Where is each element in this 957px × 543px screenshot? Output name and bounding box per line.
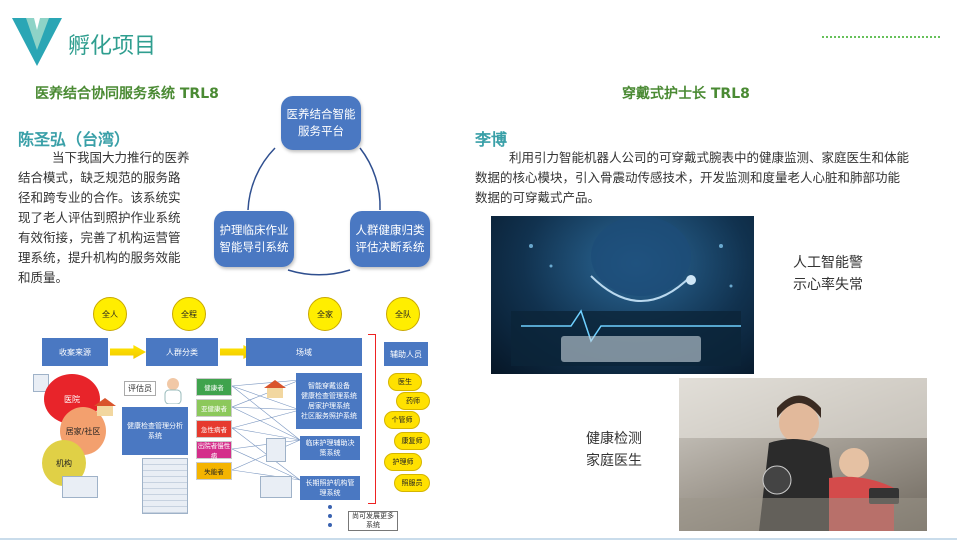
- bar-source: 收案来源: [42, 338, 108, 366]
- left-para-line: 结合模式，缺乏规范的服务路: [18, 170, 181, 185]
- cycle-platform-box: 医养结合智能服务平台: [281, 96, 361, 150]
- caption-ai-line: 示心率失常: [793, 277, 863, 293]
- helper-pharmacist: 药师: [396, 392, 430, 410]
- caption-health-check: 健康检测 家庭医生: [586, 428, 642, 472]
- house-icon: [94, 398, 116, 416]
- helper-doctor: 医生: [388, 373, 422, 391]
- arrow-right-icon: [110, 345, 146, 359]
- system-item: 智能穿戴设备: [308, 382, 350, 390]
- report-sheet-icon: [142, 458, 188, 514]
- status-disabled: 失能者: [196, 462, 232, 480]
- bar-helpers: 辅助人员: [384, 342, 428, 366]
- doctor-tablet-photo: [491, 216, 754, 374]
- bar-field: 场域: [246, 338, 362, 366]
- helpers-bracket: [368, 334, 376, 504]
- family-care-photo: [679, 378, 927, 531]
- clinical-system-label: 临床护理辅助决策系统: [305, 439, 355, 457]
- left-paragraph: 当下我国大力推行的医养 结合模式，缺乏规范的服务路 径和跨专业的合作。该系统实 …: [18, 148, 203, 288]
- analysis-system-box: 健康检查管理分析系统: [122, 407, 188, 455]
- cycle-right-line2: 评估决断系统: [355, 240, 425, 254]
- clinical-system-box: 临床护理辅助决策系统: [300, 436, 360, 460]
- right-para-line: 利用引力智能机器人公司的可穿戴式腕表中的健康监测、家庭医生和体能: [509, 150, 910, 165]
- cycle-top-line1: 医养结合智能: [286, 107, 356, 121]
- cycle-left-line2: 智能导引系统: [219, 240, 289, 254]
- cycle-right-line1: 人群健康归类: [355, 223, 425, 237]
- left-para-line: 径和跨专业的合作。该系统实: [18, 190, 181, 205]
- cycle-assessment-box: 人群健康归类评估决断系统: [350, 211, 430, 267]
- building-icon: [266, 438, 286, 462]
- right-paragraph: 利用引力智能机器人公司的可穿戴式腕表中的健康监测、家庭医生和体能 数据的核心模块…: [475, 148, 945, 208]
- right-para-line: 数据的核心模块，引入骨震动传感技术，开发监测和度量老人心脏和肺部功能: [475, 170, 901, 185]
- cycle-arcs: [247, 147, 381, 276]
- status-acute: 急性病者: [196, 420, 232, 438]
- left-para-line: 当下我国大力推行的医养: [52, 150, 190, 165]
- helper-rehab: 康复师: [394, 432, 430, 450]
- more-dots: [328, 505, 332, 527]
- status-healthy: 健康者: [196, 378, 232, 396]
- system-item: 社区服务照护系统: [301, 412, 357, 420]
- right-para-line: 数据的可穿戴式产品。: [475, 190, 601, 205]
- left-para-line: 理系统，提升机构的服务效能: [18, 250, 181, 265]
- bottom-divider: [0, 538, 957, 540]
- helper-caregiver: 照服员: [394, 474, 430, 492]
- caption-ai-alert: 人工智能警 示心率失常: [793, 252, 863, 296]
- cycle-top-line2: 服务平台: [298, 124, 344, 138]
- right-section-title: 穿戴式护士长 TRL8: [622, 86, 750, 102]
- status-subhealthy: 亚健康者: [196, 399, 232, 417]
- longterm-system-label: 长期照护机构管理系统: [305, 479, 355, 497]
- helper-case-manager: 个管师: [384, 411, 420, 429]
- logo-icon: [12, 18, 62, 66]
- analysis-system-label: 健康检查管理分析系统: [127, 422, 183, 440]
- bar-classification: 人群分类: [146, 338, 218, 366]
- status-chronic: 出院者慢性病: [196, 441, 232, 460]
- circle-whole-process: 全程: [172, 297, 206, 331]
- circle-whole-team: 全队: [386, 297, 420, 331]
- left-para-line: 和质量。: [18, 270, 69, 285]
- building-icon: [33, 374, 49, 392]
- building-icon: [62, 476, 98, 498]
- right-person-name: 李博: [475, 130, 508, 149]
- system-item: 健康检查管理系统: [301, 392, 357, 400]
- helper-nurse: 护理师: [384, 453, 422, 471]
- nurse-icon: [164, 378, 182, 404]
- left-para-line: 有效衔接，完善了机构运营管: [18, 230, 181, 245]
- system-item: 居家护理系统: [308, 402, 350, 410]
- field-systems-box: 智能穿戴设备 健康检查管理系统 居家护理系统 社区服务照护系统: [296, 373, 362, 429]
- house-icon: [264, 380, 286, 398]
- assessor-label: 评估员: [124, 381, 156, 396]
- caption-health-line: 家庭医生: [586, 453, 642, 469]
- building-icon: [260, 476, 292, 498]
- caption-health-line: 健康检测: [586, 431, 642, 447]
- page-title: 孵化项目: [68, 34, 157, 59]
- doctor-illustration: [511, 216, 741, 366]
- left-para-line: 现了老人评估到照护作业系统: [18, 210, 181, 225]
- cycle-left-line1: 护理临床作业: [219, 223, 289, 237]
- family-illustration: [679, 378, 927, 531]
- header-divider: [822, 36, 940, 38]
- cycle-nursing-box: 护理临床作业智能导引系统: [214, 211, 294, 267]
- left-person-name: 陈圣弘（台湾）: [18, 130, 131, 149]
- left-section-title: 医养结合协同服务系统 TRL8: [35, 86, 219, 102]
- longterm-system-box: 长期照护机构管理系统: [300, 476, 360, 500]
- circle-whole-family: 全家: [308, 297, 342, 331]
- circle-whole-person: 全人: [93, 297, 127, 331]
- more-systems-label: 尚可发展更多系统: [348, 511, 398, 531]
- caption-ai-line: 人工智能警: [793, 255, 863, 271]
